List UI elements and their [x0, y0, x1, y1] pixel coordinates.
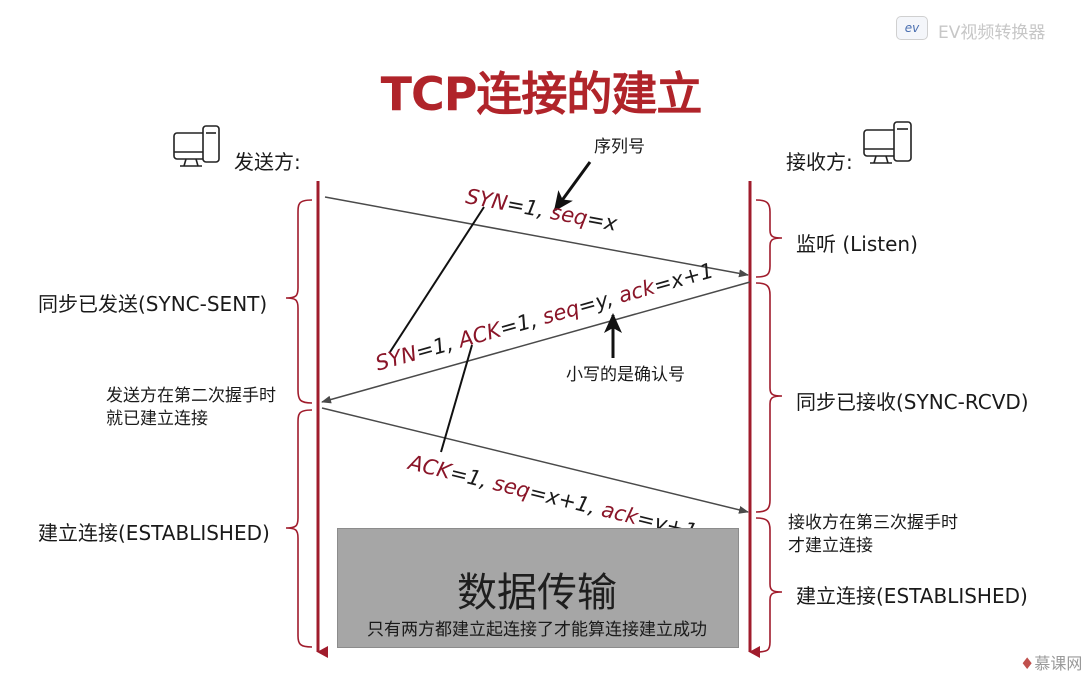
flame-icon: ♦: [1020, 654, 1035, 673]
ack-arrow: [321, 407, 749, 514]
seq-note-pointer: [553, 161, 592, 212]
sender-connection-note: 发送方在第二次握手时 就已建立连接: [106, 386, 276, 429]
receiver-computer-icon: [863, 121, 912, 164]
watermark-text: EV视频转换器: [938, 23, 1046, 43]
seq-note: 序列号: [594, 137, 645, 157]
ack-note-leader: [440, 344, 473, 453]
syn-arrow: [324, 196, 749, 278]
sender-state-sync-sent: 同步已发送(SYNC-SENT): [38, 292, 268, 316]
data-transfer-box: [337, 528, 739, 648]
receiver-state-listen: 监听 (Listen): [796, 232, 918, 256]
ev-logo-icon: ev: [896, 16, 928, 40]
sender-state-established: 建立连接(ESTABLISHED): [38, 521, 270, 545]
receiver-connection-note: 接收方在第三次握手时 才建立连接: [788, 513, 958, 556]
seq-value: =x: [585, 206, 620, 236]
brand-text: 慕课网: [1034, 654, 1082, 673]
syn-ack-arrow: [321, 281, 751, 404]
sender-computer-icon: [173, 125, 220, 167]
data-transfer-subtitle: 只有两方都建立起连接了才能算连接建立成功: [367, 620, 707, 640]
seq-note-leader: [389, 206, 485, 353]
ack-note: 小写的是确认号: [566, 365, 685, 385]
receiver-state-established: 建立连接(ESTABLISHED): [796, 584, 1028, 608]
data-transfer-title: 数据传输: [457, 570, 617, 616]
receiver-state-sync-rcvd: 同步已接收(SYNC-RCVD): [796, 390, 1029, 414]
brand-logo: ♦慕课网: [1020, 650, 1082, 674]
sender-braces: [285, 199, 313, 648]
receiver-label: 接收方:: [786, 150, 853, 174]
page-title: TCP连接的建立: [380, 67, 703, 121]
sender-label: 发送方:: [234, 150, 301, 174]
receiver-braces: [755, 199, 783, 653]
